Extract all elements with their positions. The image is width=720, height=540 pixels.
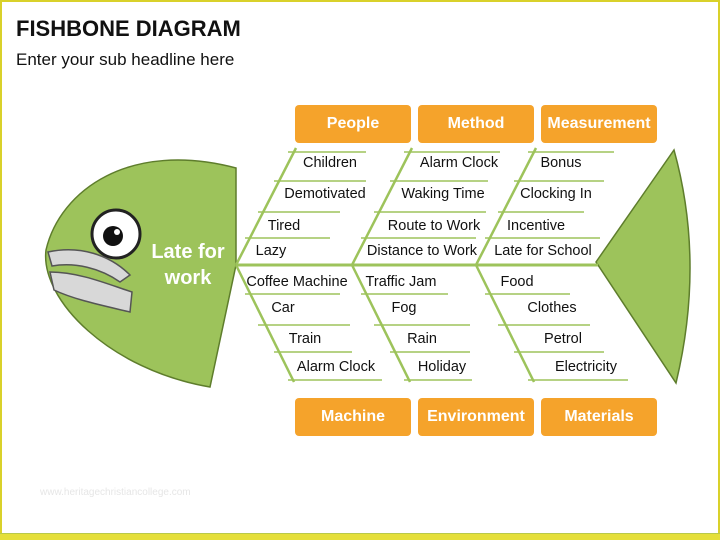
fish-lip-upper: [47, 249, 132, 283]
cause-method-1: Alarm Clock: [419, 155, 499, 171]
category-method: Method: [418, 105, 534, 143]
cause-environment-4: Holiday: [417, 359, 467, 375]
category-people: People: [295, 105, 411, 143]
cause-machine-2: Car: [271, 300, 295, 316]
category-measurement: Measurement: [541, 105, 657, 143]
watermark: www.heritagechristiancollege.com: [40, 487, 191, 498]
page-subtitle: Enter your sub headline here: [16, 50, 235, 69]
bottom-bar: [0, 533, 720, 540]
cause-people-4: Lazy: [255, 243, 287, 259]
cause-measurement-1: Bonus: [540, 155, 582, 171]
cause-environment-3: Rain: [407, 331, 437, 347]
cause-materials-3: Petrol: [544, 331, 582, 347]
cause-materials-2: Clothes: [527, 300, 577, 316]
effect-label: Late for work: [151, 241, 225, 289]
sub-bones-bottom: [245, 293, 628, 381]
bones-top: [234, 147, 538, 266]
fish-tail: [595, 148, 691, 385]
category-environment: Environment: [418, 398, 534, 436]
cause-materials-1: Food: [500, 274, 534, 290]
cause-measurement-4: Late for School: [494, 243, 592, 259]
cause-materials-4: Electricity: [554, 359, 618, 375]
cause-machine-1: Coffee Machine: [246, 274, 348, 290]
cause-method-2: Waking Time: [401, 186, 485, 202]
cause-people-1: Children: [303, 155, 357, 171]
fish-lip-lower: [49, 271, 133, 313]
fish-head: [45, 159, 237, 388]
page-title: FISHBONE DIAGRAM: [16, 16, 241, 41]
cause-people-2: Demotivated: [284, 186, 366, 202]
cause-method-3: Route to Work: [387, 218, 481, 234]
sub-bones-top: [245, 151, 614, 239]
cause-machine-3: Train: [288, 331, 322, 347]
cause-environment-2: Fog: [391, 300, 417, 316]
category-machine: Machine: [295, 398, 411, 436]
cause-machine-4: Alarm Clock: [296, 359, 376, 375]
cause-environment-1: Traffic Jam: [365, 274, 437, 290]
cause-measurement-2: Clocking In: [520, 186, 592, 202]
cause-people-3: Tired: [267, 218, 301, 234]
cause-measurement-3: Incentive: [506, 218, 566, 234]
bones-bottom: [234, 264, 536, 383]
fish-pupil: [103, 226, 123, 246]
cause-method-4: Distance to Work: [366, 243, 478, 259]
category-materials: Materials: [541, 398, 657, 436]
